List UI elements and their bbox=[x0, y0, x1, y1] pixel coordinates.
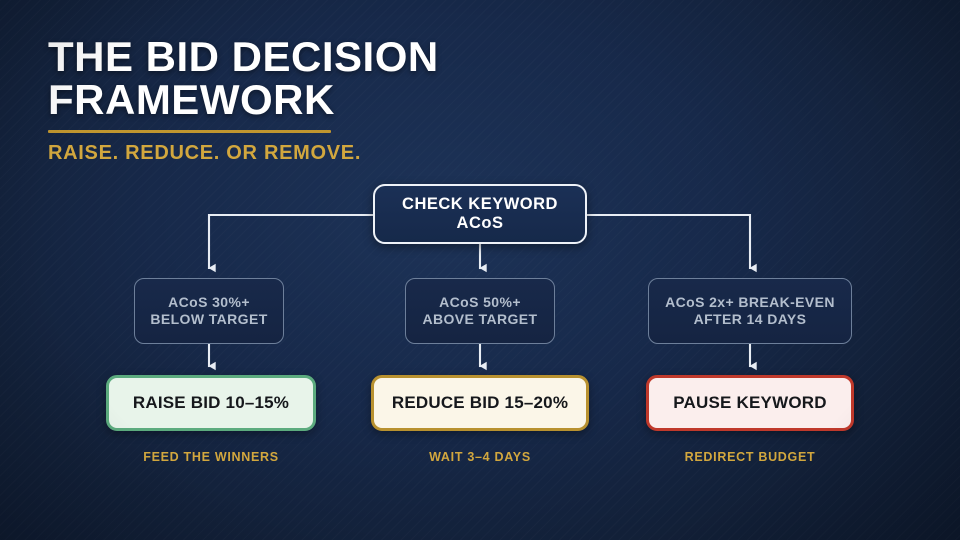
condition-2-text: ACoS 50%+ ABOVE TARGET bbox=[423, 294, 538, 328]
condition-node-above-target[interactable]: ACoS 50%+ ABOVE TARGET bbox=[405, 278, 555, 344]
page-title-line-1: THE BID DECISION bbox=[48, 33, 439, 80]
action-2-caption: WAIT 3–4 DAYS bbox=[429, 450, 531, 464]
condition-2-line-1: ACoS 50%+ bbox=[439, 293, 521, 310]
condition-1-text: ACoS 30%+ BELOW TARGET bbox=[150, 294, 267, 328]
action-3-caption: REDIRECT BUDGET bbox=[684, 450, 816, 464]
action-2-label: REDUCE BID 15–20% bbox=[391, 393, 569, 412]
action-1-label: RAISE BID 10–15% bbox=[132, 393, 290, 412]
condition-node-break-even-14-days[interactable]: ACoS 2x+ BREAK-EVEN AFTER 14 DAYS bbox=[648, 278, 852, 344]
root-node-line-1: CHECK KEYWORD bbox=[402, 194, 558, 213]
condition-3-line-1: ACoS 2x+ BREAK-EVEN bbox=[665, 293, 835, 310]
connector-root-to-condition-3 bbox=[585, 213, 757, 273]
condition-1-line-2: BELOW TARGET bbox=[150, 311, 268, 327]
connector-root-to-condition-1 bbox=[207, 213, 375, 273]
condition-1-line-1: ACoS 30%+ bbox=[168, 293, 250, 310]
action-3-label: PAUSE KEYWORD bbox=[673, 393, 827, 412]
action-node-pause-keyword[interactable]: PAUSE KEYWORD bbox=[646, 375, 854, 431]
title-accent-rule bbox=[48, 130, 331, 134]
page-subtitle: RAISE. REDUCE. OR REMOVE. bbox=[48, 142, 362, 165]
condition-2-line-2: ABOVE TARGET bbox=[422, 311, 538, 327]
action-node-raise-bid[interactable]: RAISE BID 10–15% bbox=[106, 375, 316, 431]
slide-header: THE BID DECISION FRAMEWORK RAISE. REDUCE… bbox=[48, 33, 748, 165]
decision-node-check-keyword-acos[interactable]: CHECK KEYWORD ACoS bbox=[373, 184, 587, 244]
page-title-line-2: FRAMEWORK bbox=[48, 76, 335, 124]
action-1-caption: FEED THE WINNERS bbox=[143, 450, 279, 464]
root-node-line-2: ACoS bbox=[456, 214, 504, 232]
condition-node-below-target[interactable]: ACoS 30%+ BELOW TARGET bbox=[134, 278, 284, 344]
root-node-text: CHECK KEYWORD ACoS bbox=[402, 195, 558, 234]
condition-3-text: ACoS 2x+ BREAK-EVEN AFTER 14 DAYS bbox=[665, 294, 835, 328]
action-node-reduce-bid[interactable]: REDUCE BID 15–20% bbox=[371, 375, 589, 431]
condition-3-line-2: AFTER 14 DAYS bbox=[693, 311, 807, 327]
